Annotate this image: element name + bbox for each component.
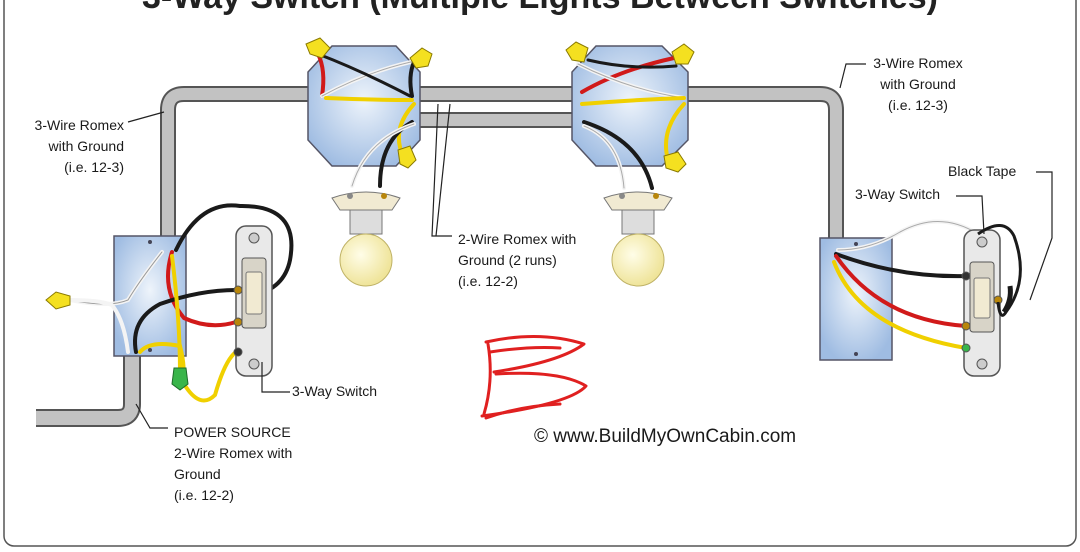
- cable-left-3wire: [160, 86, 320, 252]
- cable-center-bottom: [412, 112, 582, 128]
- label-black-tape: Black Tape: [948, 163, 1017, 179]
- cable-right-3wire: [680, 86, 844, 246]
- left-three-way-switch: [233, 225, 273, 377]
- red-b-annotation: [480, 334, 588, 420]
- right-three-way-switch: [961, 229, 1003, 377]
- wire-nut-left: [45, 291, 71, 310]
- ground-nut-left: [171, 367, 189, 391]
- wire-nut-right-ceiling-1: [565, 41, 589, 63]
- diagram-border: [3, 0, 1077, 547]
- wire-nut-right-ceiling-3: [663, 151, 687, 173]
- right-light-bulb: [603, 191, 673, 287]
- left-box-wires: [68, 203, 294, 403]
- label-left-romex: 3-Wire Romex with Ground (i.e. 12-3): [34, 117, 124, 175]
- diagram-title: 3-Way Switch (Multiple Lights Between Sw…: [0, 0, 1080, 17]
- cable-power-source: [36, 352, 141, 427]
- wire-nut-left-ceiling-1: [305, 37, 331, 59]
- cable-center-top: [412, 86, 582, 102]
- right-box-wires: [832, 219, 980, 350]
- label-right-switch: 3-Way Switch: [855, 186, 941, 202]
- leader-lines: [127, 63, 1053, 429]
- label-power-source: POWER SOURCE 2-Wire Romex with Ground (i…: [174, 424, 293, 503]
- label-center-romex: 2-Wire Romex with Ground (2 runs) (i.e. …: [458, 231, 577, 289]
- left-light-bulb: [331, 191, 401, 287]
- copyright-text: © www.BuildMyOwnCabin.com: [534, 426, 797, 447]
- label-left-switch: 3-Way Switch: [292, 383, 378, 399]
- label-right-romex: 3-Wire Romex with Ground (i.e. 12-3): [873, 55, 963, 113]
- wire-nut-left-ceiling-3: [397, 145, 417, 169]
- right-ceiling-wires: [576, 56, 686, 190]
- wire-nut-right-ceiling-2: [671, 43, 695, 65]
- wire-nut-left-ceiling-2: [409, 47, 433, 69]
- black-tape-wire: [977, 224, 1022, 317]
